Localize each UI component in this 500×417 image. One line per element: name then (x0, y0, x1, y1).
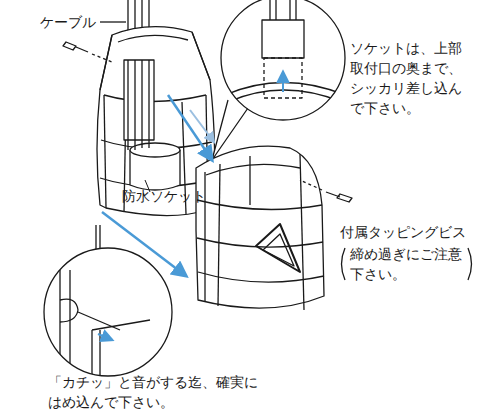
caution-text: 締め過ぎにご注意 下さい。 (350, 244, 472, 284)
note-text: ソケットは、上部 取付口の奥まで、 シッカリ差し込ん で下さい。 (350, 38, 482, 118)
part-label: 防水ソケット (122, 186, 222, 206)
note-text: 「カチッ」と音がする迄、確実に はめ込んで下さい。 (48, 372, 298, 412)
part-label: ケーブル (40, 12, 110, 32)
part-label: 付属タッピングビス (340, 222, 490, 242)
